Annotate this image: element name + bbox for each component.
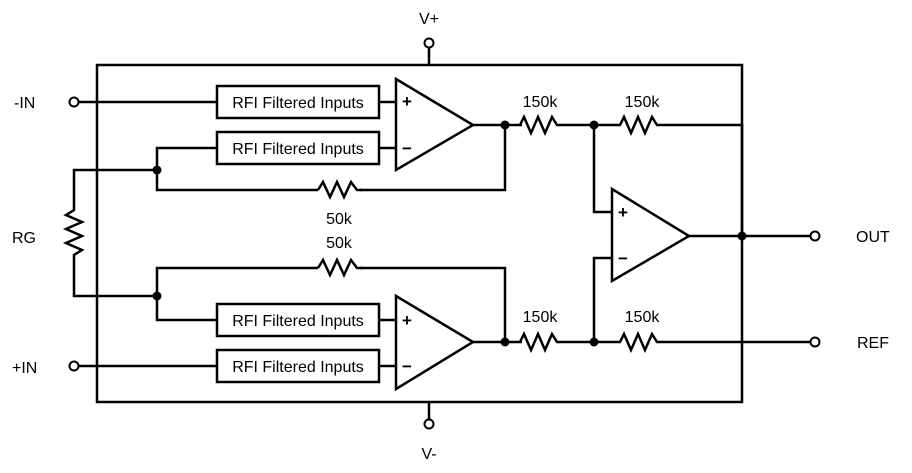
resistor-150k-bottom-in: 150k bbox=[518, 309, 595, 354]
rfi-filter-bottom-minus: RFI Filtered Inputs bbox=[215, 348, 396, 384]
opamp-a3: + − bbox=[592, 125, 811, 342]
rg-resistor: RG bbox=[12, 165, 162, 301]
in-plus-label: +IN bbox=[12, 360, 37, 377]
in-plus-terminal[interactable] bbox=[68, 360, 80, 372]
resistor-150k-top-in: 150k bbox=[518, 94, 595, 137]
resistor-50k-top: 50k bbox=[316, 179, 362, 228]
junction-out bbox=[737, 231, 747, 241]
out-terminal[interactable] bbox=[809, 230, 821, 242]
opamp-minus-sign: − bbox=[402, 357, 412, 376]
resistor-value-label: 150k bbox=[625, 94, 661, 111]
rfi-filter-bottom-plus: RFI Filtered Inputs bbox=[155, 266, 396, 338]
v-plus-pin: V+ bbox=[419, 11, 439, 65]
in-minus-pin: -IN bbox=[14, 95, 217, 112]
ref-pin: REF bbox=[809, 335, 889, 352]
out-pin: OUT bbox=[809, 229, 890, 246]
in-minus-label: -IN bbox=[14, 95, 35, 112]
opamp-plus-sign: + bbox=[402, 311, 412, 330]
opamp-plus-sign: + bbox=[618, 203, 628, 222]
in-minus-terminal[interactable] bbox=[68, 96, 80, 108]
v-minus-pin: V- bbox=[421, 402, 437, 463]
resistor-150k-bottom-ref: 150k bbox=[594, 309, 811, 354]
rfi-filter-label: RFI Filtered Inputs bbox=[232, 313, 364, 330]
out-label: OUT bbox=[856, 229, 890, 246]
resistor-value-label: 150k bbox=[523, 309, 559, 326]
opamp-a2: + − bbox=[360, 266, 522, 392]
v-minus-label: V- bbox=[421, 446, 436, 463]
rfi-filter-label: RFI Filtered Inputs bbox=[232, 95, 364, 112]
opamp-plus-sign: + bbox=[402, 92, 412, 111]
resistor-value-label: 150k bbox=[523, 94, 559, 111]
v-plus-terminal[interactable] bbox=[423, 37, 435, 49]
rfi-filter-top-minus: RFI Filtered Inputs bbox=[155, 130, 396, 192]
in-plus-pin: +IN bbox=[12, 360, 217, 377]
resistor-value-label: 150k bbox=[625, 309, 661, 326]
resistor-value-label: 50k bbox=[326, 235, 353, 252]
opamp-a1: + − bbox=[360, 76, 522, 192]
resistor-150k-top-fb: 150k bbox=[594, 94, 744, 236]
v-minus-terminal[interactable] bbox=[423, 418, 435, 430]
rfi-filter-top-plus: RFI Filtered Inputs bbox=[215, 84, 396, 120]
ref-label: REF bbox=[857, 335, 889, 352]
ref-terminal[interactable] bbox=[809, 336, 821, 348]
resistor-50k-bottom: 50k bbox=[316, 235, 362, 278]
rfi-filter-label: RFI Filtered Inputs bbox=[232, 141, 364, 158]
opamp-minus-sign: − bbox=[618, 249, 628, 268]
junction-a2-out bbox=[500, 337, 510, 347]
resistor-value-label: 50k bbox=[326, 211, 353, 228]
rfi-filter-label: RFI Filtered Inputs bbox=[232, 359, 364, 376]
v-plus-label: V+ bbox=[419, 11, 439, 28]
rg-label: RG bbox=[12, 230, 36, 247]
opamp-minus-sign: − bbox=[402, 139, 412, 158]
junction-a1-out bbox=[500, 120, 510, 130]
